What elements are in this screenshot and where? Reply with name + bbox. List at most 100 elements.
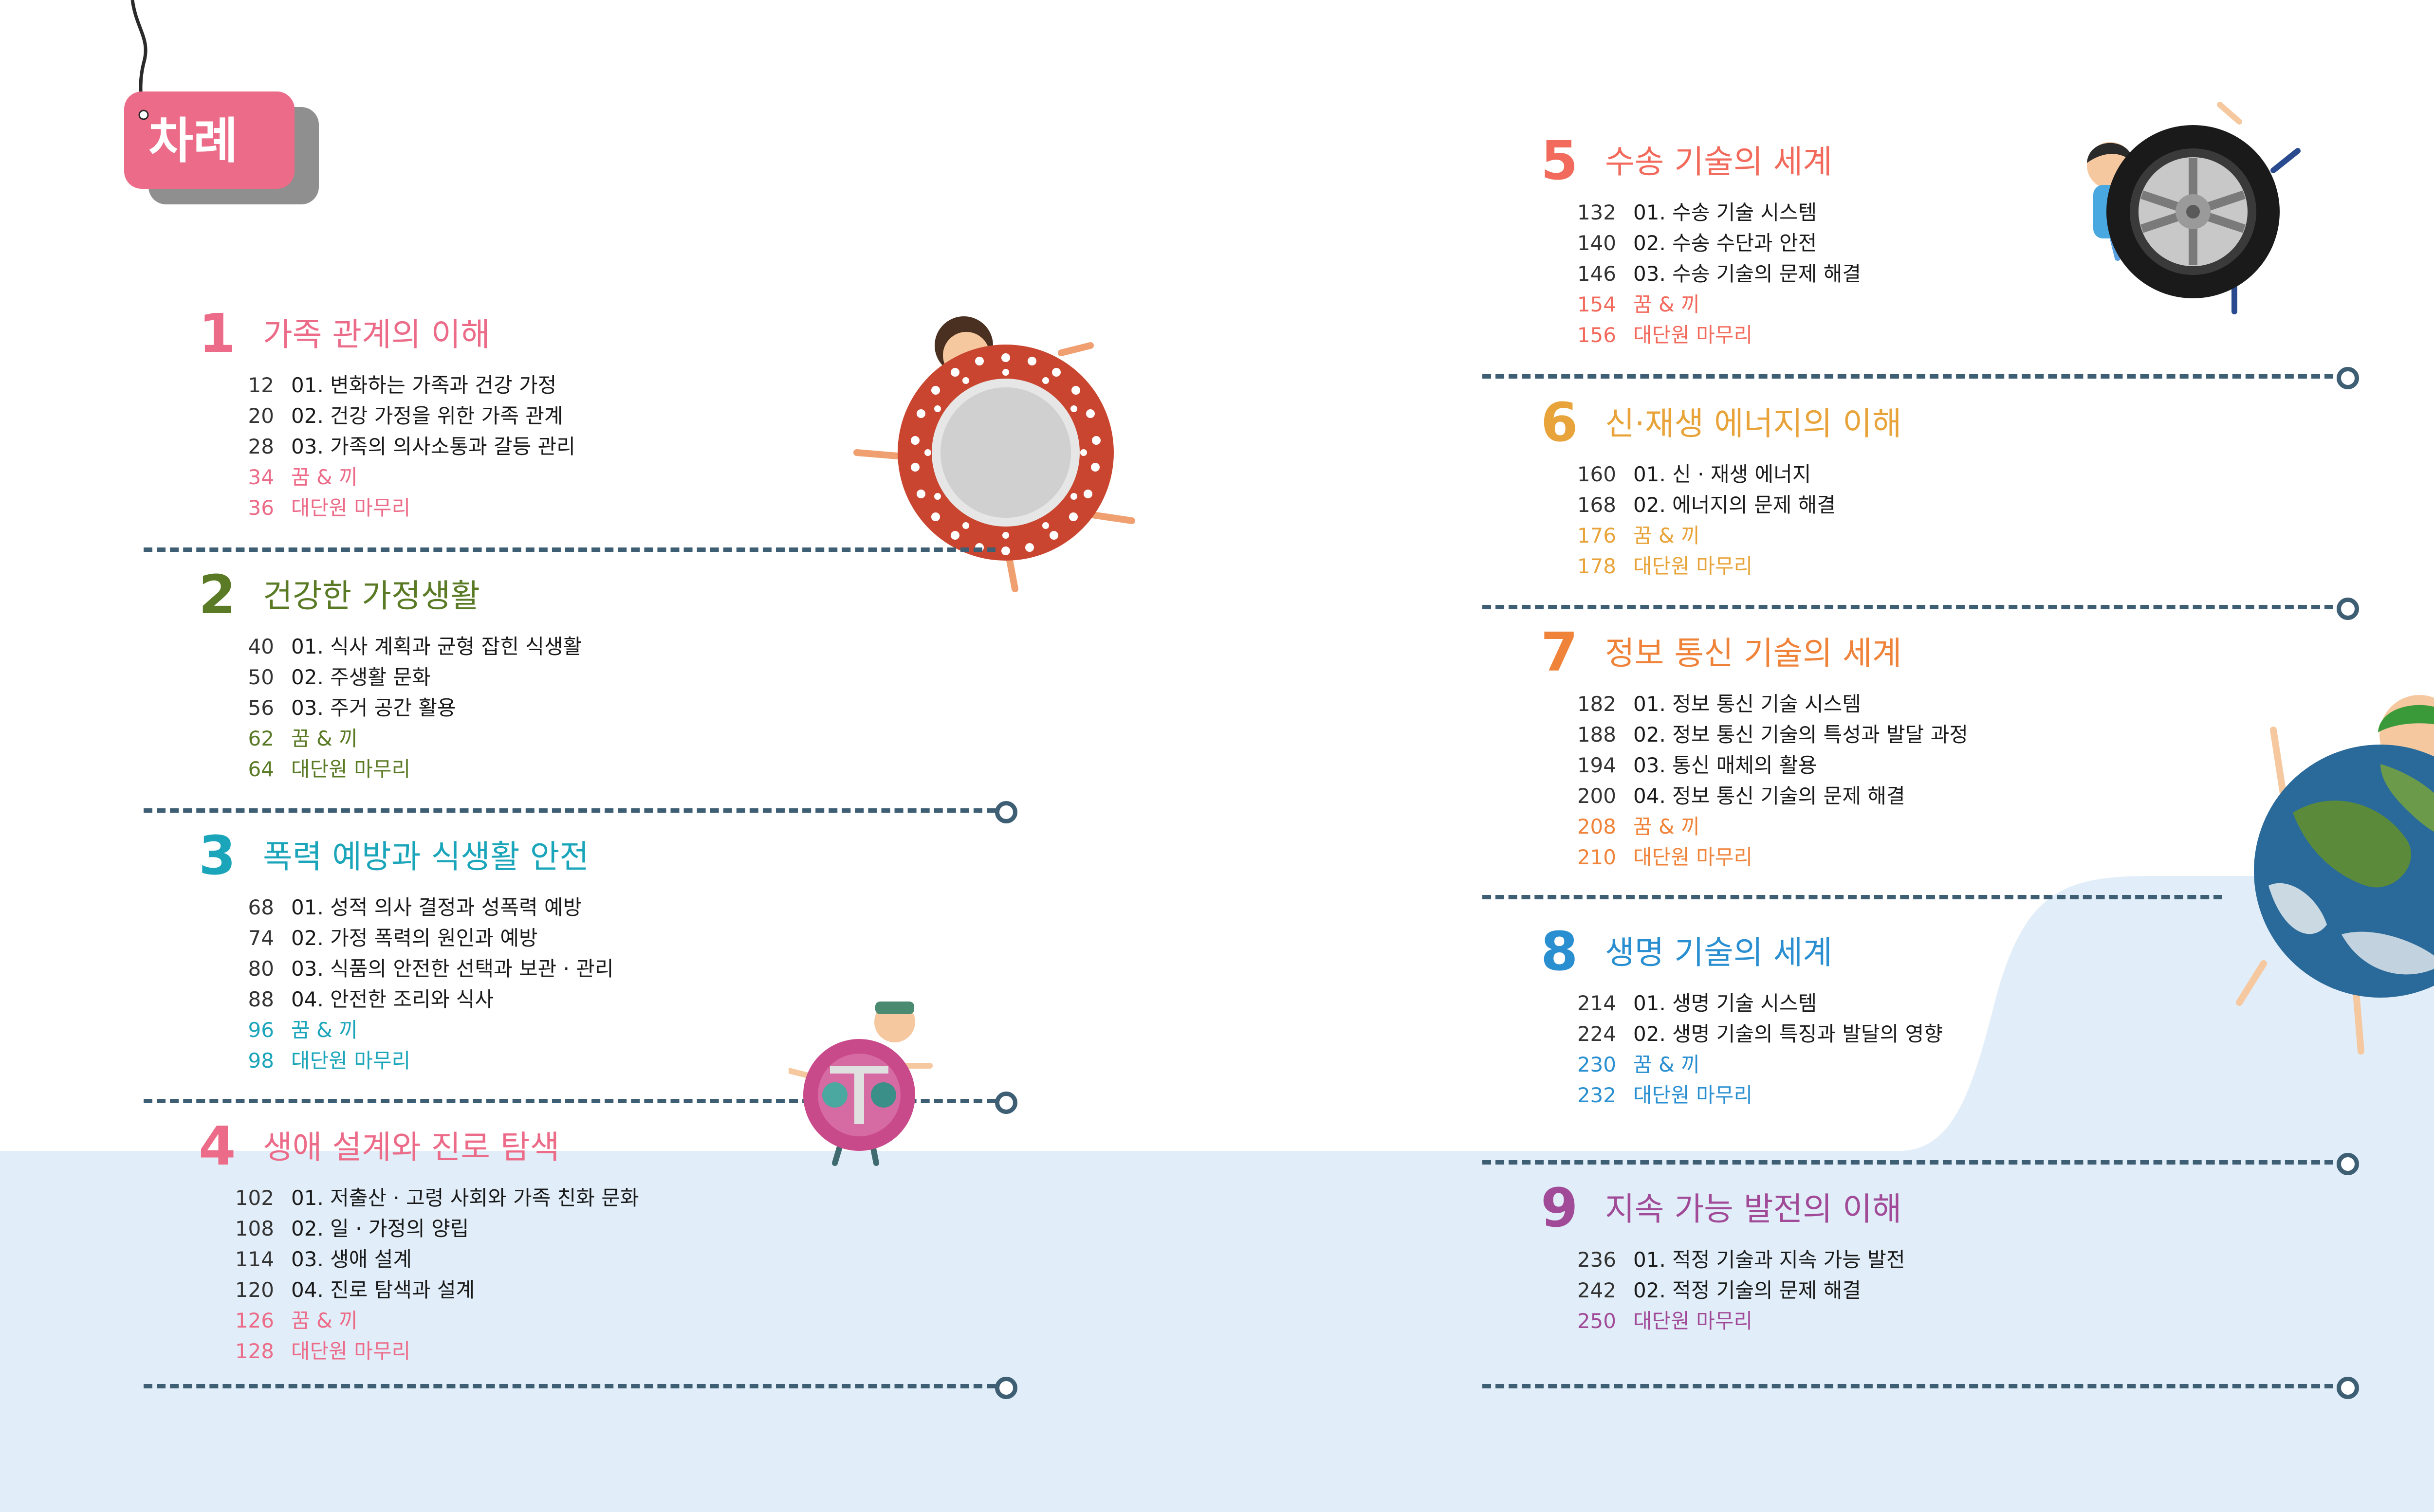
section-title[interactable]: 생애 설계와 진로 탐색 [263, 1129, 560, 1166]
page-number: 62 [248, 727, 274, 750]
section-number: 9 [1541, 1177, 1578, 1239]
entry-label: 03. 수송 기술의 문제 해결 [1633, 262, 1861, 286]
page-number: 50 [248, 665, 274, 689]
divider-end-circle [2337, 1377, 2359, 1399]
divider-end-circle [2337, 367, 2359, 389]
entry-label: 01. 저출산 · 고령 사회와 가족 친화 문화 [291, 1186, 639, 1210]
entry-label: 02. 정보 통신 기술의 특성과 발달 과정 [1633, 723, 1968, 747]
section-divider [144, 547, 996, 552]
page-number: 98 [248, 1049, 274, 1073]
page-number: 88 [248, 987, 274, 1011]
page-number: 182 [1577, 692, 1616, 716]
section-number: 4 [199, 1115, 236, 1177]
section-title[interactable]: 지속 가능 발전의 이해 [1605, 1190, 1902, 1228]
page-number: 230 [1577, 1053, 1616, 1076]
page-number: 154 [1577, 292, 1616, 316]
section-number: 6 [1541, 391, 1578, 454]
entry-label: 04. 정보 통신 기술의 문제 해결 [1633, 784, 1905, 808]
page-number: 114 [235, 1247, 274, 1271]
page-number: 102 [235, 1186, 274, 1210]
section-title[interactable]: 건강한 가정생활 [263, 577, 480, 615]
entry-label: 대단원 마무리 [291, 1049, 411, 1073]
entry-label: 대단원 마무리 [1633, 1309, 1753, 1333]
page-number: 210 [1577, 845, 1616, 869]
entry-label: 꿈 & 끼 [1633, 815, 1700, 838]
section-number: 2 [199, 564, 236, 626]
entry-label: 꿈 & 끼 [291, 727, 358, 750]
page-number: 160 [1577, 462, 1616, 486]
section-divider [1482, 374, 2346, 379]
earth-character-illustration [2236, 695, 2434, 1055]
page-number: 12 [248, 373, 274, 397]
page-number: 178 [1577, 554, 1616, 578]
divider-end-circle [2337, 1153, 2359, 1175]
entry-label: 꿈 & 끼 [291, 1018, 358, 1042]
section-number: 7 [1541, 621, 1578, 683]
entry-label: 02. 건강 가정을 위한 가족 관계 [291, 404, 563, 428]
entry-label: 꿈 & 끼 [291, 465, 358, 489]
section-divider [144, 808, 996, 813]
page-number: 20 [248, 404, 274, 428]
entry-label: 01. 정보 통신 기술 시스템 [1633, 692, 1861, 716]
entry-label: 01. 성적 의사 결정과 성폭력 예방 [291, 895, 582, 919]
entry-label: 01. 식사 계획과 균형 잡힌 식생활 [291, 635, 582, 658]
page-number: 36 [248, 496, 274, 520]
section-divider [1482, 1384, 2346, 1388]
entry-label: 대단원 마무리 [291, 757, 411, 781]
entry-label: 01. 변화하는 가족과 건강 가정 [291, 373, 557, 397]
page-number: 56 [248, 696, 274, 720]
divider-end-circle [995, 1092, 1017, 1114]
divider-end-circle [2337, 598, 2359, 620]
section-divider [144, 1384, 996, 1388]
page-number: 34 [248, 465, 274, 489]
justice-scale-character-illustration [789, 1002, 933, 1166]
page-number: 242 [1577, 1278, 1616, 1302]
entry-label: 04. 진로 탐색과 설계 [291, 1278, 475, 1302]
entry-label: 02. 수송 수단과 안전 [1633, 231, 1817, 255]
entry-label: 02. 에너지의 문제 해결 [1633, 493, 1836, 517]
toc-title-tag [124, 0, 319, 204]
entry-label: 대단원 마무리 [1633, 323, 1753, 347]
entry-label: 01. 수송 기술 시스템 [1633, 200, 1817, 224]
divider-end-circle [995, 1377, 1017, 1399]
page-number: 156 [1577, 323, 1616, 347]
page-number: 208 [1577, 815, 1616, 838]
section-title[interactable]: 신·재생 에너지의 이해 [1605, 405, 1902, 442]
entry-label: 02. 적정 기술의 문제 해결 [1633, 1278, 1861, 1302]
entry-label: 03. 주거 공간 활용 [291, 696, 456, 720]
page-number: 128 [235, 1339, 274, 1363]
entry-label: 04. 안전한 조리와 식사 [291, 987, 494, 1011]
section-title[interactable]: 수송 기술의 세계 [1605, 143, 1832, 181]
section-divider [1482, 1160, 2346, 1165]
section-divider [144, 1099, 996, 1103]
section-title[interactable]: 생명 기술의 세계 [1605, 934, 1832, 971]
entry-label: 02. 일 · 가정의 양립 [291, 1217, 469, 1240]
page-number: 64 [248, 757, 274, 781]
entry-label: 꿈 & 끼 [291, 1309, 358, 1332]
entry-label: 꿈 & 끼 [1633, 524, 1700, 547]
entry-label: 대단원 마무리 [1633, 554, 1753, 578]
page-number: 176 [1577, 524, 1616, 547]
page-number: 140 [1577, 231, 1616, 255]
section-number: 8 [1541, 920, 1578, 983]
section-divider [1482, 895, 2222, 899]
page-number: 132 [1577, 200, 1616, 224]
entry-label: 01. 적정 기술과 지속 가능 발전 [1633, 1248, 1905, 1272]
divider-end-circle [995, 801, 1017, 823]
section-number: 5 [1541, 129, 1578, 192]
entry-label: 03. 통신 매체의 활용 [1633, 753, 1817, 777]
plate-character-illustration [853, 316, 1135, 592]
entry-label: 대단원 마무리 [1633, 1083, 1753, 1107]
entry-label: 꿈 & 끼 [1633, 1053, 1700, 1076]
page-number: 120 [235, 1278, 274, 1302]
page-number: 188 [1577, 723, 1616, 747]
tire-character-illustration [2087, 102, 2301, 314]
section-title[interactable]: 가족 관계의 이해 [263, 316, 490, 353]
toc-title: 차례 [148, 112, 238, 169]
section-title[interactable]: 정보 통신 기술의 세계 [1605, 635, 1902, 672]
page-number: 40 [248, 635, 274, 658]
entry-label: 02. 생명 기술의 특징과 발달의 영향 [1633, 1022, 1943, 1046]
section-title[interactable]: 폭력 예방과 식생활 안전 [263, 838, 590, 875]
entry-label: 03. 생애 설계 [291, 1247, 412, 1271]
